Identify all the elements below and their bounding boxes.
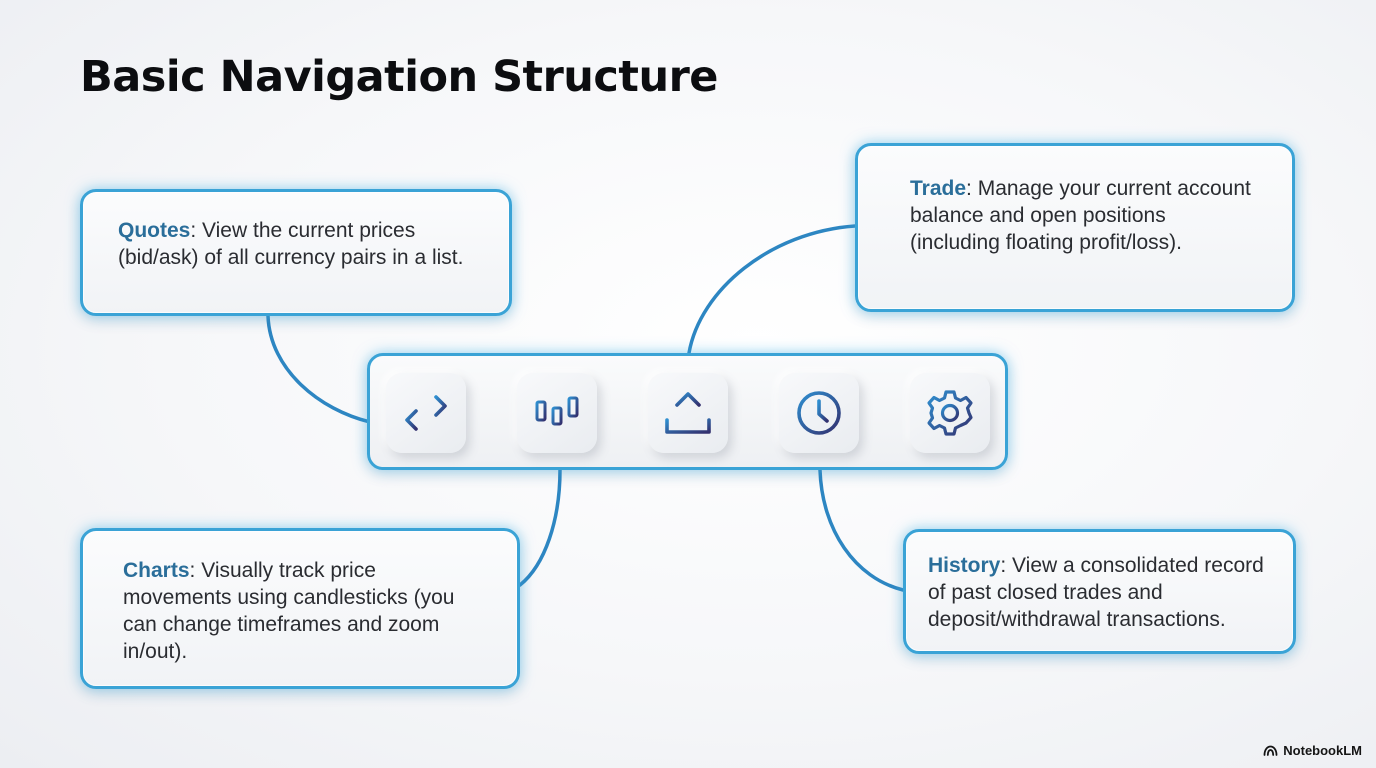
page-title: Basic Navigation Structure — [80, 52, 718, 102]
candlestick-chart-icon — [535, 389, 579, 436]
term-quotes: Quotes — [118, 219, 191, 242]
nav-button-charts[interactable] — [517, 373, 597, 453]
connector-history — [818, 468, 905, 592]
navigation-bar — [367, 353, 1008, 470]
desc-charts: : Visually track price movements using c… — [123, 559, 455, 663]
brand-watermark: NotebookLM — [1263, 743, 1362, 758]
brand-label: NotebookLM — [1283, 743, 1362, 758]
term-history: History — [928, 554, 1001, 577]
nav-button-settings[interactable] — [910, 373, 990, 453]
card-charts: Charts: Visually track price movements u… — [80, 528, 520, 689]
desc-history: : View a consolidated record of past clo… — [928, 554, 1264, 631]
card-trade: Trade: Manage your current account balan… — [855, 143, 1295, 312]
nav-button-history[interactable] — [779, 373, 859, 453]
term-charts: Charts — [123, 559, 190, 582]
connector-charts — [518, 468, 562, 587]
swap-arrows-icon — [403, 395, 449, 431]
connector-quotes — [266, 314, 372, 424]
nav-button-trade[interactable] — [648, 373, 728, 453]
desc-trade: : Manage your current account balance an… — [910, 177, 1251, 254]
connector-trade — [687, 224, 857, 355]
desc-quotes: : View the current prices (bid/ask) of a… — [118, 219, 464, 269]
term-trade: Trade — [910, 177, 967, 200]
gear-icon — [927, 390, 973, 436]
clock-icon — [797, 391, 841, 435]
card-history: History: View a consolidated record of p… — [903, 529, 1296, 654]
upload-icon — [665, 392, 711, 434]
notebooklm-logo-icon — [1263, 745, 1278, 756]
card-quotes: Quotes: View the current prices (bid/ask… — [80, 189, 512, 316]
nav-button-quotes[interactable] — [386, 373, 466, 453]
